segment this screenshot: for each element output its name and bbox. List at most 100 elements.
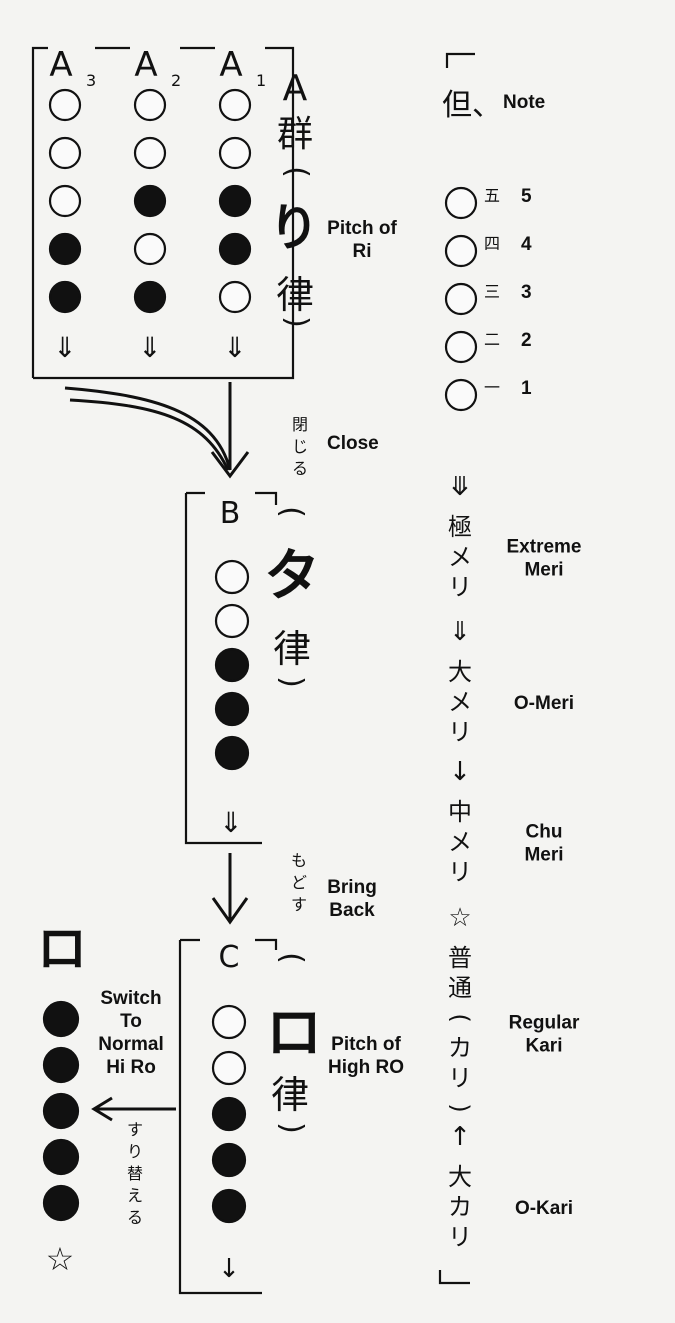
group-a-column-2-subscript: 2 — [171, 71, 181, 90]
legend-hole-5-number: 5 — [521, 186, 532, 207]
group-c-hole-2-open — [211, 1050, 247, 1086]
pitch-mark-1-symbol: ⤋ — [449, 472, 471, 502]
group-b-side-close-paren: ) — [274, 676, 309, 688]
group-a-column-3-subscript: 1 — [256, 71, 266, 90]
group-c-side-label: ( ロ 律 ) — [266, 952, 322, 1134]
bring-back-jp-3: す — [291, 895, 307, 914]
switch-jp-1: す — [127, 1120, 143, 1139]
group-a-col-3-hole-5-open — [218, 280, 252, 314]
switch-top-glyph: ロ — [37, 920, 87, 978]
switch-hole-2-closed — [42, 1046, 80, 1084]
pitch-mark-1-jp-1: 極 — [448, 513, 472, 541]
switch-hole-5-closed — [42, 1184, 80, 1222]
group-a-col-2-hole-3-closed — [133, 184, 167, 218]
pitch-mark-2-jp-1: 大 — [448, 658, 472, 686]
pitch-mark-4-en-2: Kari — [526, 1036, 563, 1057]
pitch-mark-1-jp-2: メ — [448, 543, 472, 571]
legend-hole-1-number: 1 — [521, 378, 532, 399]
group-c-side-open-paren: ( — [274, 952, 309, 964]
group-a-col-2-hole-1-open — [133, 88, 167, 122]
pitch-mark-4-symbol: ☆ — [448, 903, 471, 933]
pitch-mark-5-jp-1: 大 — [448, 1163, 472, 1191]
bring-back-en-2: Back — [329, 900, 375, 921]
group-b-side-ta: タ — [264, 544, 320, 609]
legend-bracket — [438, 52, 475, 1285]
switch-holes — [42, 1000, 80, 1222]
group-a-column-1-label: A — [49, 45, 72, 85]
legend-hole-3 — [444, 282, 478, 316]
group-c-side-close-paren: ) — [274, 1122, 309, 1134]
group-a-col-1-hole-4-closed — [48, 232, 82, 266]
group-b-side-label: ( タ 律 ) — [264, 506, 320, 688]
flow-arrow-a-to-b — [64, 382, 250, 479]
group-a-col-2-hole-2-open — [133, 136, 167, 170]
switch-en-label: Switch To Normal Hi Ro — [98, 988, 163, 1078]
pitch-mark-4-jp-4: カ — [448, 1034, 472, 1062]
group-c-box — [178, 938, 278, 1295]
group-a-col-1-hole-3-open — [48, 184, 82, 218]
group-c-hole-5-closed — [211, 1188, 247, 1224]
close-jp-2: じ — [292, 437, 308, 456]
group-a-column-3-label: A — [219, 45, 242, 85]
pitch-mark-4-jp-6: ) — [446, 1103, 474, 1112]
pitch-mark-5-en-1: O-Kari — [515, 1198, 573, 1219]
group-a-col-1-hole-2-open — [48, 136, 82, 170]
group-a-column-2-label: A — [134, 45, 157, 85]
group-a-box — [31, 46, 295, 380]
bring-back-jp-1: も — [291, 851, 307, 870]
bring-back-en-1: Bring — [327, 877, 377, 898]
pitch-mark-1-jp-3: リ — [448, 573, 472, 601]
group-b-hole-4-closed — [214, 691, 250, 727]
group-c-caption-line-1: Pitch of — [331, 1034, 401, 1055]
legend-hole-4 — [444, 234, 478, 268]
group-b-side-ritsu: 律 — [273, 627, 311, 671]
group-a-side-ri: り — [269, 199, 319, 257]
group-a-column-3-arrow: ⇓ — [223, 331, 246, 364]
legend-hole-2-kanji: 二 — [484, 330, 500, 349]
group-a-col-1-hole-1-open — [48, 88, 82, 122]
group-a-col-3-hole-4-closed — [218, 232, 252, 266]
group-b-hole-2-open — [214, 603, 250, 639]
group-c-side-ro: ロ — [266, 1001, 322, 1066]
group-c-label: C — [219, 940, 240, 975]
switch-jp-5: る — [127, 1208, 143, 1227]
legend-hole-5 — [444, 186, 478, 220]
close-step-label: 閉 じ る Close — [292, 415, 379, 478]
pitch-mark-5-jp-2: カ — [448, 1193, 472, 1221]
pitch-mark-3-en-2: Meri — [524, 845, 563, 866]
switch-en-4: Hi Ro — [106, 1057, 156, 1078]
legend-hole-2-number: 2 — [521, 330, 532, 351]
legend-header-en: Note — [503, 92, 545, 113]
pitch-mark-1-en-1: Extreme — [507, 537, 582, 558]
group-c-hole-3-closed — [211, 1096, 247, 1132]
switch-hole-4-closed — [42, 1138, 80, 1176]
pitch-mark-2-symbol: ⇓ — [449, 617, 471, 647]
pitch-mark-3-en-1: Chu — [526, 822, 563, 843]
group-c-holes — [211, 1004, 247, 1224]
pitch-mark-2-jp-3: リ — [448, 718, 472, 746]
group-b-side-open-paren: ( — [274, 506, 309, 518]
pitch-mark-3-jp-3: リ — [448, 858, 472, 886]
switch-arrow — [91, 1096, 176, 1122]
group-a-col-3-hole-1-open — [218, 88, 252, 122]
pitch-mark-2-en-1: O-Meri — [514, 693, 574, 714]
group-b-box — [184, 491, 278, 845]
pitch-mark-4-en-1: Regular — [509, 1013, 580, 1034]
pitch-mark-4-jp-2: 通 — [448, 974, 472, 1002]
switch-en-2: To — [120, 1011, 142, 1032]
switch-jp-3: 替 — [127, 1164, 143, 1183]
group-a-column-1-subscript: 3 — [86, 71, 96, 90]
group-a-col-2-hole-5-closed — [133, 280, 167, 314]
group-a-side-close-paren: ) — [279, 316, 314, 328]
flow-arrow-b-to-c — [211, 853, 249, 925]
switch-star: ☆ — [46, 1240, 75, 1278]
pitch-mark-5-symbol: ↑ — [449, 1122, 471, 1152]
group-a-side-open-paren: ( — [279, 166, 314, 178]
legend-hole-3-number: 3 — [521, 282, 532, 303]
pitch-mark-3-symbol: ↓ — [449, 757, 471, 787]
group-b-arrow: ⇓ — [219, 806, 242, 839]
close-jp-1: 閉 — [292, 415, 308, 434]
legend-hole-4-kanji: 四 — [484, 234, 500, 253]
group-b-hole-3-closed — [214, 647, 250, 683]
